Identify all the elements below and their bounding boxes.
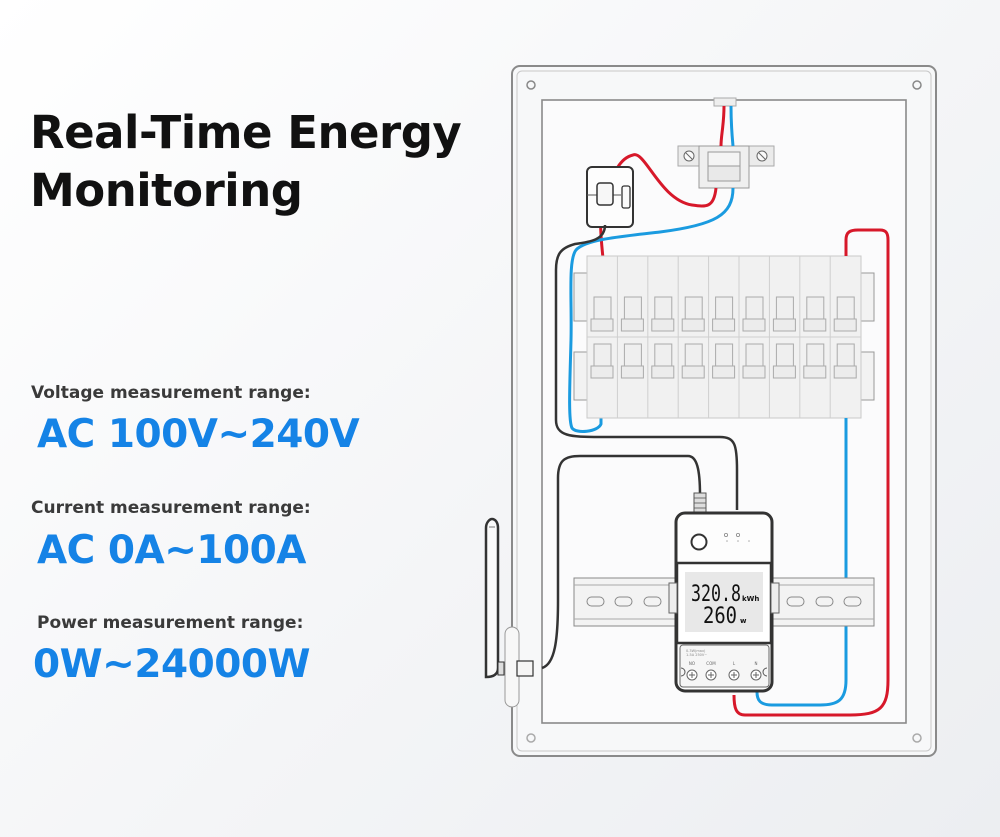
- svg-text:1-5A 250V~: 1-5A 250V~: [686, 653, 707, 657]
- current-transformer-clamp: [586, 166, 634, 228]
- power-reading: 260: [703, 604, 737, 629]
- screw-hole-bottom-right: [912, 733, 922, 743]
- main-switch: [677, 145, 775, 189]
- neutral-wire-load: [755, 418, 848, 707]
- breaker-toggle[interactable]: [772, 296, 796, 332]
- antenna: [484, 517, 534, 708]
- enclosure-outer-inner-edge: [516, 70, 932, 752]
- terminal-block: NO COM L N: [686, 661, 762, 681]
- screw-hole-bottom-left: [526, 733, 536, 743]
- breaker-toggle[interactable]: [803, 296, 827, 332]
- breaker-toggle[interactable]: [651, 343, 675, 379]
- power-unit: w: [740, 617, 747, 625]
- breaker-toggle[interactable]: [712, 296, 736, 332]
- voltage-range-label: Voltage measurement range:: [31, 383, 311, 403]
- title-line-2: Monitoring: [30, 164, 303, 217]
- breaker-toggle[interactable]: [620, 343, 644, 379]
- breaker-toggle[interactable]: [742, 343, 766, 379]
- title-line-1: Real-Time Energy: [30, 106, 462, 159]
- terminal-screw-icon: [728, 669, 740, 681]
- breaker-toggle[interactable]: [833, 296, 857, 332]
- breaker-toggle[interactable]: [742, 296, 766, 332]
- breaker-toggle[interactable]: [712, 343, 736, 379]
- terminal-label: L: [733, 661, 736, 666]
- voltage-range-value: AC 100V~240V: [37, 412, 360, 457]
- page-title: Real-Time Energy Monitoring: [30, 104, 462, 220]
- breaker-toggle[interactable]: [803, 343, 827, 379]
- neutral-wire-entry: [729, 105, 735, 147]
- breaker-toggle[interactable]: [681, 343, 705, 379]
- rating-text: 0.3W(max): [686, 649, 706, 653]
- circuit-breaker-bank: [586, 255, 862, 419]
- terminal-label: N: [755, 661, 758, 666]
- wifi-led-icon: [736, 533, 741, 538]
- breaker-toggle[interactable]: [833, 343, 857, 379]
- breaker-toggle[interactable]: [772, 343, 796, 379]
- status-led-icon: [724, 533, 729, 538]
- live-wire-entry: [719, 105, 726, 147]
- breaker-toggle[interactable]: [590, 296, 614, 332]
- breaker-toggle[interactable]: [681, 296, 705, 332]
- lcd-screen: [685, 572, 763, 632]
- cable-entry: [713, 97, 737, 107]
- energy-meter: 320.8 kWh 260 w 0.3W(max) 1-5A 250V~ NO C…: [668, 492, 780, 693]
- terminal-screw-icon: [705, 669, 717, 681]
- terminal-label: NO: [689, 661, 695, 666]
- breaker-toggle[interactable]: [620, 296, 644, 332]
- terminal-label: COM: [706, 661, 716, 666]
- energy-unit: kWh: [742, 595, 759, 603]
- current-range-value: AC 0A~100A: [37, 528, 306, 573]
- energy-reading: 320.8: [691, 582, 741, 607]
- power-button[interactable]: [690, 533, 708, 551]
- current-range-label: Current measurement range:: [31, 498, 311, 518]
- live-wire-load: [732, 228, 890, 717]
- antenna-cable: [541, 454, 702, 670]
- power-range-label: Power measurement range:: [37, 613, 304, 633]
- ct-signal-wire: [554, 224, 739, 510]
- live-wire-to-ct: [610, 153, 718, 208]
- screw-hole-top-right: [912, 80, 922, 90]
- neutral-wire-loop: [568, 187, 735, 433]
- screw-hole-top-left: [526, 80, 536, 90]
- terminal-screw-icon: [686, 669, 698, 681]
- breaker-toggle[interactable]: [590, 343, 614, 379]
- power-range-value: 0W~24000W: [33, 642, 311, 687]
- terminal-screw-icon: [750, 669, 762, 681]
- breaker-toggle[interactable]: [651, 296, 675, 332]
